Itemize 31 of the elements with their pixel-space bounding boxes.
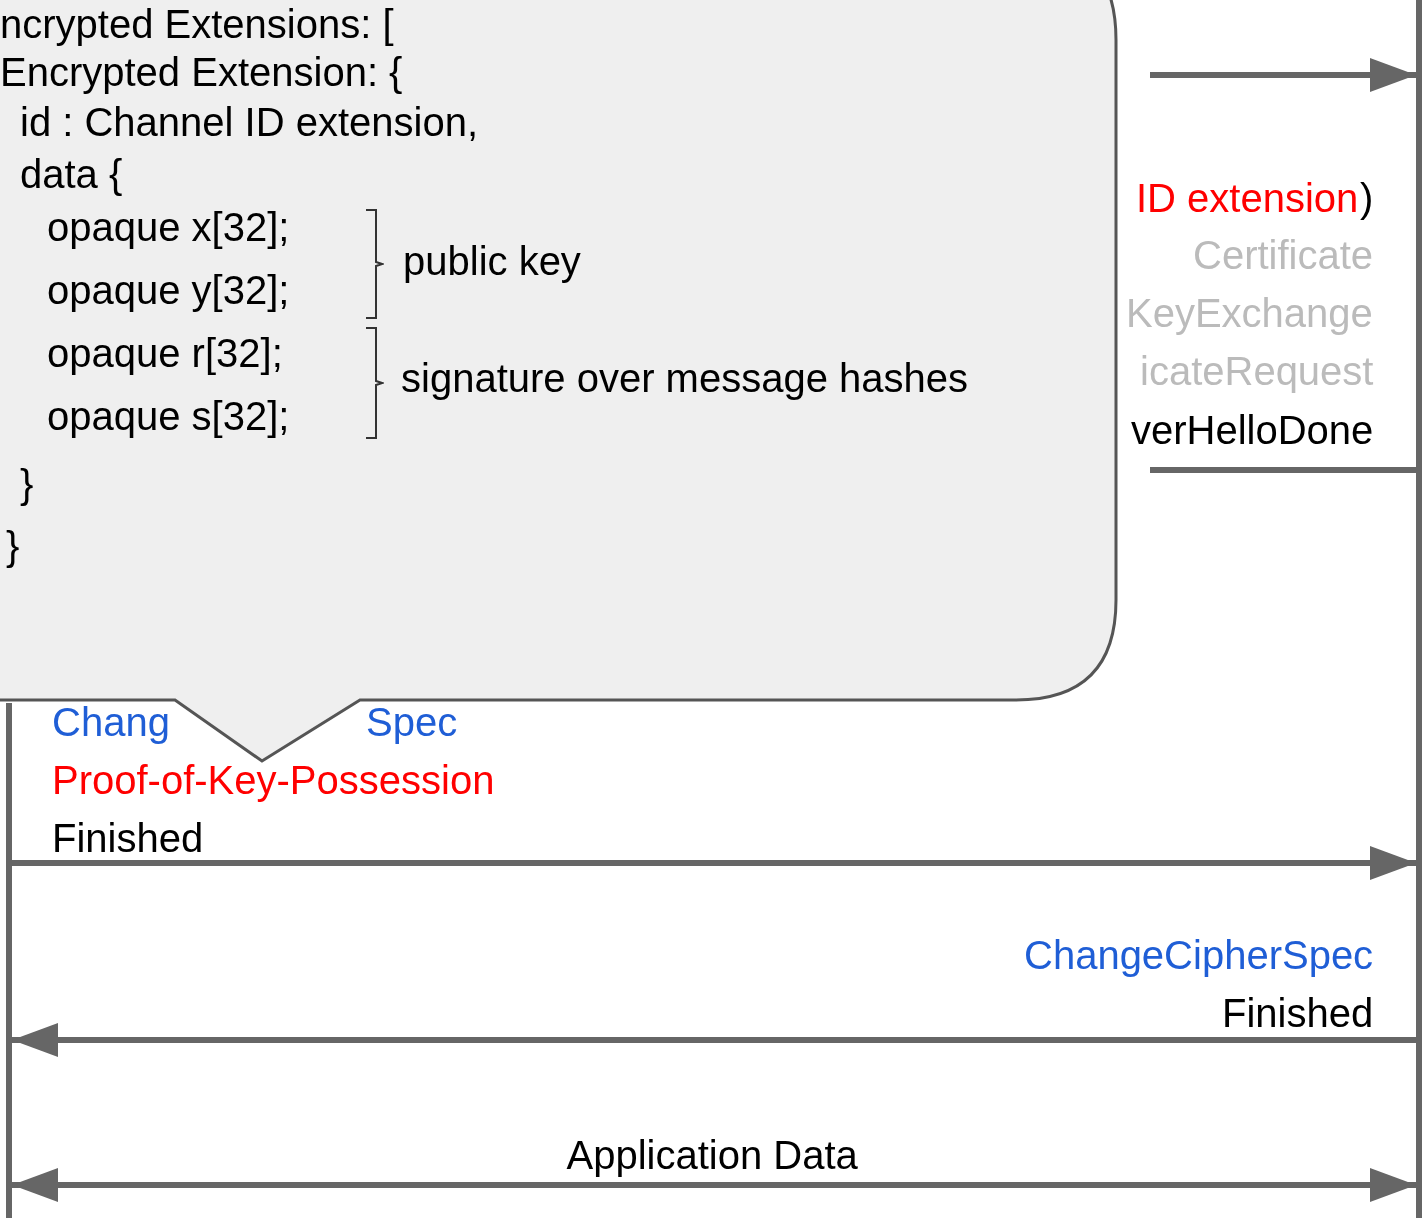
message-arrow: [12, 846, 1416, 880]
message-name: Finished: [1222, 991, 1374, 1035]
code-line: }: [20, 462, 34, 506]
code-line: opaque y[32];: [47, 268, 290, 312]
code-line: }: [6, 524, 20, 568]
lifeline: [6, 703, 12, 1218]
code-line: opaque s[32];: [47, 394, 290, 438]
bracket-label: public key: [403, 239, 581, 283]
message-arrow: [1150, 58, 1416, 92]
message-name: ChangeCipherSpec: [1024, 933, 1374, 977]
code-line: data {: [20, 152, 123, 196]
message-name: Certificate: [1193, 233, 1374, 277]
message-name: ID extension: [1136, 176, 1359, 220]
message-arrow: [12, 1023, 1416, 1057]
message-name: Spec: [366, 700, 458, 744]
message-name: Proof-of-Key-Possession: [52, 758, 495, 802]
message-name: icateRequest: [1140, 349, 1374, 393]
message-name: ): [1360, 176, 1374, 220]
code-line: id : Channel ID extension,: [20, 100, 479, 144]
lifeline: [1416, 0, 1422, 1218]
code-line: opaque x[32];: [47, 205, 290, 249]
message-name: KeyExchange: [1126, 291, 1373, 335]
message-name: Chang: [52, 700, 170, 744]
edge-label: Application Data: [566, 1133, 858, 1177]
code-line: ncrypted Extensions: [: [0, 2, 394, 46]
bracket-label: signature over message hashes: [401, 356, 968, 400]
message-name: verHelloDone: [1131, 408, 1374, 452]
message-name: Finished: [52, 816, 204, 860]
code-line: Encrypted Extension: {: [0, 50, 403, 94]
message-arrow: [12, 1168, 1416, 1202]
code-line: opaque r[32];: [47, 331, 283, 375]
